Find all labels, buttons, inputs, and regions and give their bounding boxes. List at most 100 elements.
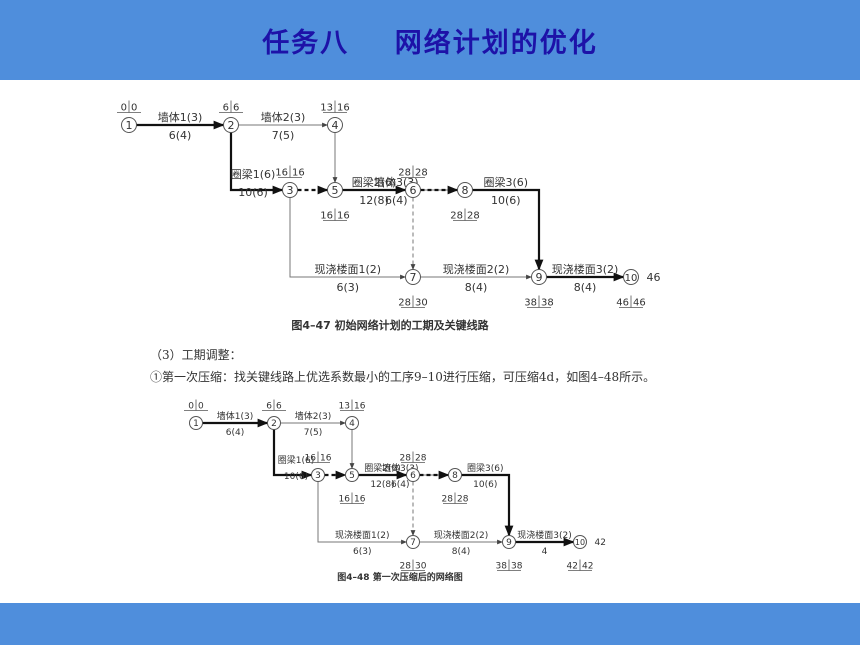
footer-bar — [0, 603, 860, 645]
edge-duration-7-9: 8(4) — [465, 281, 488, 294]
node-number-2: 2 — [271, 419, 277, 429]
node-time-1-late: 0 — [131, 103, 137, 114]
edge-label-8-9: 圈梁3(6) — [483, 175, 528, 189]
edge-label-3-7: 现浇楼面1(2) — [314, 262, 381, 276]
arrow-2-3 — [229, 132, 284, 195]
node-time-2-early: 6 — [223, 103, 229, 114]
edge-duration-2-3: 10(6) — [284, 472, 308, 482]
node-time-6-early: 28 — [398, 168, 411, 179]
node-circle-7 — [406, 535, 420, 549]
node-number-10: 10 — [575, 538, 585, 547]
node-circle-6 — [406, 468, 420, 482]
edge-label-8-9: 圈梁3(6) — [467, 462, 503, 474]
edge-duration-9-10: 4 — [542, 547, 548, 557]
node-circle-1 — [121, 117, 137, 133]
edge-duration-8-9: 10(6) — [491, 194, 521, 207]
node-time-3-early: 16 — [275, 168, 288, 179]
node-number-4: 4 — [332, 119, 339, 132]
node-time-5-early: 16 — [339, 495, 351, 505]
node-number-3: 3 — [287, 184, 294, 197]
node-time-6-late: 28 — [415, 454, 427, 464]
first-compression-text: ①第一次压缩：找关键线路上优选系数最小的工序9–10进行压缩，可压缩4d，如图4… — [150, 370, 656, 384]
edge-label-5-6: 圈梁2(6) — [352, 175, 397, 189]
node-time-8-early: 28 — [450, 211, 463, 222]
node-time-2-late: 6 — [276, 402, 282, 412]
node-number-6: 6 — [410, 184, 417, 197]
node-time-9-late: 38 — [511, 562, 523, 572]
edge-label-2-3: 圈梁1(6) — [231, 167, 276, 181]
edge-duration-7-9: 8(4) — [452, 547, 470, 557]
arrow-8-9 — [472, 188, 544, 271]
edge-duration-2-4: 7(5) — [304, 428, 322, 438]
slide-title: 任务八 网络计划的优化 — [262, 27, 598, 59]
node-time-2-late: 6 — [233, 103, 239, 114]
node-circle-10 — [573, 535, 587, 549]
edge-label-9-10: 现浇楼面3(2) — [552, 262, 619, 276]
edge-duration-9-10: 8(4) — [574, 281, 597, 294]
node-number-9: 9 — [506, 538, 512, 548]
node-number-2: 2 — [228, 119, 235, 132]
edge-duration-2-3: 10(6) — [238, 186, 268, 199]
node-time-6-early: 28 — [400, 454, 412, 464]
edge-label-9-10: 现浇楼面3(2) — [517, 529, 571, 541]
edge-duration-1-2: 6(4) — [169, 129, 192, 142]
edge-label-7-9: 现浇楼面2(2) — [434, 529, 488, 541]
node-circle-5 — [345, 468, 359, 482]
node-time-8-late: 28 — [467, 211, 480, 222]
edge-duration-3-7: 6(3) — [336, 281, 359, 294]
edge-label-3-7: 现浇楼面1(2) — [335, 529, 389, 541]
node-circle-5 — [327, 182, 343, 198]
node-time-5-late: 16 — [337, 211, 350, 222]
node-circle-3 — [311, 468, 325, 482]
edge-duration-5-6: 12(8) — [359, 194, 389, 207]
edge-label-1-2: 墙体1(3) — [158, 110, 203, 124]
node-circle-9 — [502, 535, 516, 549]
node-time-4-early: 13 — [320, 103, 333, 114]
node-time-10-late: 42 — [582, 562, 593, 572]
node-time-8-early: 28 — [442, 495, 454, 505]
node-circle-4 — [327, 117, 343, 133]
node-circle-7 — [405, 269, 421, 285]
node-time-7-late: 30 — [415, 562, 427, 572]
figure-caption: 图4–48 第一次压缩后的网络图 — [337, 571, 462, 583]
figure-caption: 图4–47 初始网络计划的工期及关键线路 — [291, 318, 489, 332]
edge-duration-5-6: 12(8) — [370, 480, 394, 490]
node-time-2-early: 6 — [266, 402, 272, 412]
arrow-3-7 — [289, 197, 407, 280]
node-time-3-late: 16 — [292, 168, 305, 179]
node-time-3-late: 16 — [320, 454, 332, 464]
edge-duration-3-7: 6(3) — [353, 547, 371, 557]
node-number-9: 9 — [536, 271, 543, 284]
edge-duration-1-2: 6(4) — [226, 428, 244, 438]
adjust-heading: （3）工期调整： — [150, 348, 242, 362]
node-time-9-early: 38 — [524, 298, 537, 309]
node-time-9-early: 38 — [496, 562, 508, 572]
node-time-10-early: 42 — [567, 562, 578, 572]
node-time-5-early: 16 — [320, 211, 333, 222]
node-number-1: 1 — [193, 419, 199, 429]
node-circle-10 — [623, 269, 639, 285]
node-circle-3 — [282, 182, 298, 198]
arrow-8-9 — [461, 473, 514, 537]
node-circle-8 — [457, 182, 473, 198]
total-duration: 46 — [647, 271, 661, 284]
node-circle-1 — [189, 416, 203, 430]
node-circle-2 — [267, 416, 281, 430]
edge-label-7-9: 现浇楼面2(2) — [443, 262, 510, 276]
node-circle-6 — [405, 182, 421, 198]
node-circle-8 — [448, 468, 462, 482]
arrow-2-3 — [272, 429, 313, 480]
node-number-6: 6 — [410, 471, 416, 481]
node-time-5-late: 16 — [354, 495, 366, 505]
edge-label-5-6: 圈梁2(6) — [364, 462, 400, 474]
node-number-3: 3 — [315, 471, 321, 481]
node-number-5: 5 — [332, 184, 339, 197]
node-time-9-late: 38 — [541, 298, 554, 309]
node-number-8: 8 — [462, 184, 469, 197]
node-number-5: 5 — [349, 471, 355, 481]
node-time-1-early: 0 — [188, 402, 194, 412]
node-number-7: 7 — [410, 538, 416, 548]
edge-label-2-3: 圈梁1(6) — [278, 454, 314, 466]
node-number-7: 7 — [410, 271, 417, 284]
